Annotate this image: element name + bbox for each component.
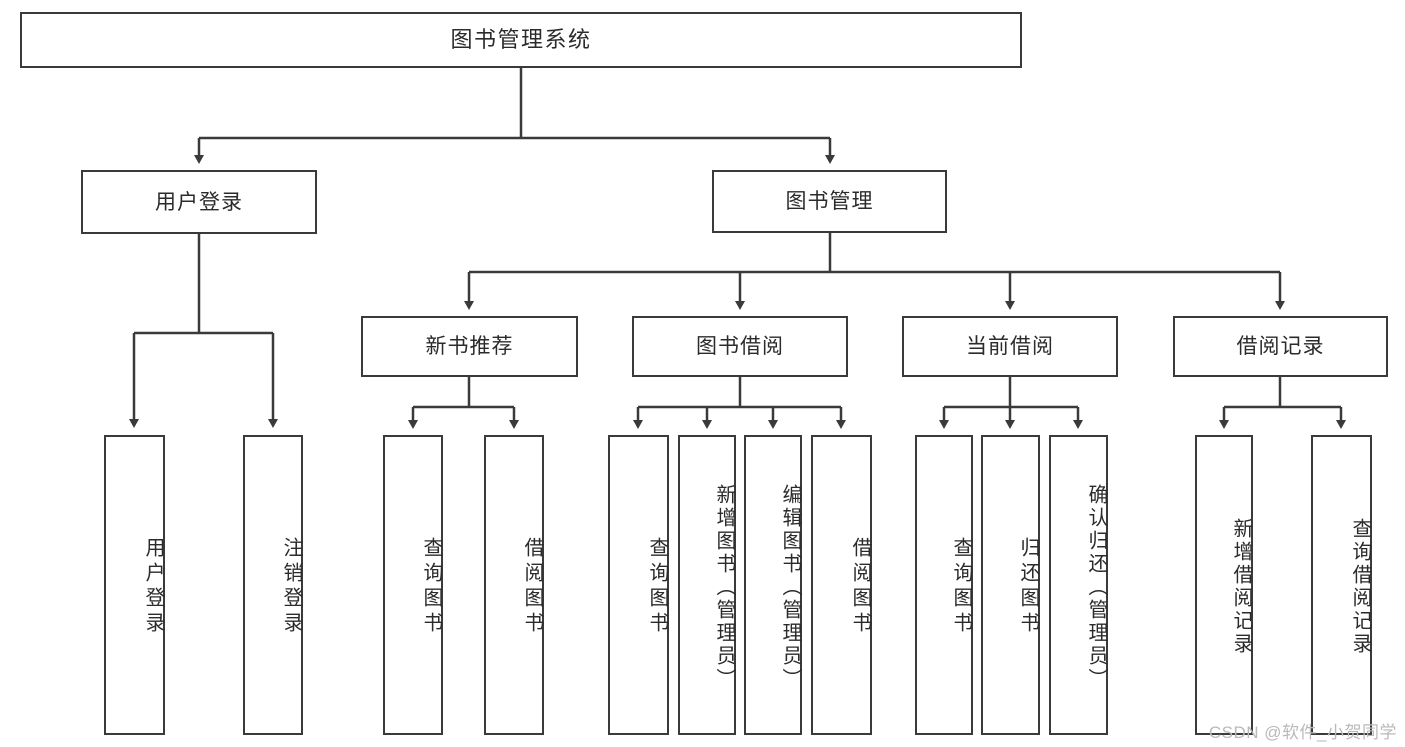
leaf-return-book[interactable]: 归还图书 bbox=[981, 435, 1040, 735]
node-label: 新书推荐 bbox=[425, 335, 514, 358]
node-book-management[interactable]: 图书管理 bbox=[712, 170, 947, 233]
node-label: 用户登录 bbox=[155, 190, 243, 214]
node-current-borrow[interactable]: 当前借阅 bbox=[902, 316, 1118, 377]
watermark: CSDN @软件_小贺同学 bbox=[1208, 723, 1397, 742]
node-label: 查询图书 bbox=[420, 537, 442, 637]
node-label: 新增图书（管理员） bbox=[713, 483, 735, 691]
node-user-login[interactable]: 用户登录 bbox=[81, 170, 317, 234]
node-label: 图书借阅 bbox=[696, 335, 784, 358]
node-label: 新增借阅记录 bbox=[1230, 518, 1252, 656]
node-label: 编辑图书（管理员） bbox=[779, 483, 801, 691]
leaf-query-book-recommend[interactable]: 查询图书 bbox=[383, 435, 443, 735]
node-root-system[interactable]: 图书管理系统 bbox=[20, 12, 1022, 68]
leaf-edit-book-admin[interactable]: 编辑图书（管理员） bbox=[744, 435, 802, 735]
leaf-logout[interactable]: 注销登录 bbox=[243, 435, 303, 735]
node-label: 用户登录 bbox=[142, 537, 164, 637]
node-label: 借阅图书 bbox=[849, 537, 871, 637]
leaf-query-book-current[interactable]: 查询图书 bbox=[915, 435, 973, 735]
node-label: 查询图书 bbox=[950, 537, 972, 637]
node-label: 确认归还（管理员） bbox=[1085, 483, 1107, 691]
node-label: 查询图书 bbox=[646, 537, 668, 637]
leaf-borrow-book[interactable]: 借阅图书 bbox=[811, 435, 872, 735]
leaf-borrow-book-recommend[interactable]: 借阅图书 bbox=[484, 435, 544, 735]
node-label: 图书管理 bbox=[785, 190, 874, 213]
node-new-book-recommend[interactable]: 新书推荐 bbox=[361, 316, 578, 377]
leaf-add-borrow-record[interactable]: 新增借阅记录 bbox=[1195, 435, 1253, 735]
node-label: 注销登录 bbox=[280, 537, 302, 637]
node-label: 图书管理系统 bbox=[450, 27, 592, 52]
node-label: 查询借阅记录 bbox=[1349, 518, 1371, 656]
leaf-user-login[interactable]: 用户登录 bbox=[104, 435, 165, 735]
node-borrow-record[interactable]: 借阅记录 bbox=[1173, 316, 1388, 377]
node-label: 借阅记录 bbox=[1236, 335, 1325, 358]
node-label: 当前借阅 bbox=[966, 335, 1054, 358]
node-book-borrow[interactable]: 图书借阅 bbox=[632, 316, 848, 377]
leaf-confirm-return-admin[interactable]: 确认归还（管理员） bbox=[1049, 435, 1108, 735]
leaf-query-borrow-record[interactable]: 查询借阅记录 bbox=[1311, 435, 1372, 735]
node-label: 归还图书 bbox=[1017, 537, 1039, 637]
node-label: 借阅图书 bbox=[521, 537, 543, 637]
leaf-add-book-admin[interactable]: 新增图书（管理员） bbox=[678, 435, 736, 735]
leaf-query-book-borrow[interactable]: 查询图书 bbox=[608, 435, 669, 735]
